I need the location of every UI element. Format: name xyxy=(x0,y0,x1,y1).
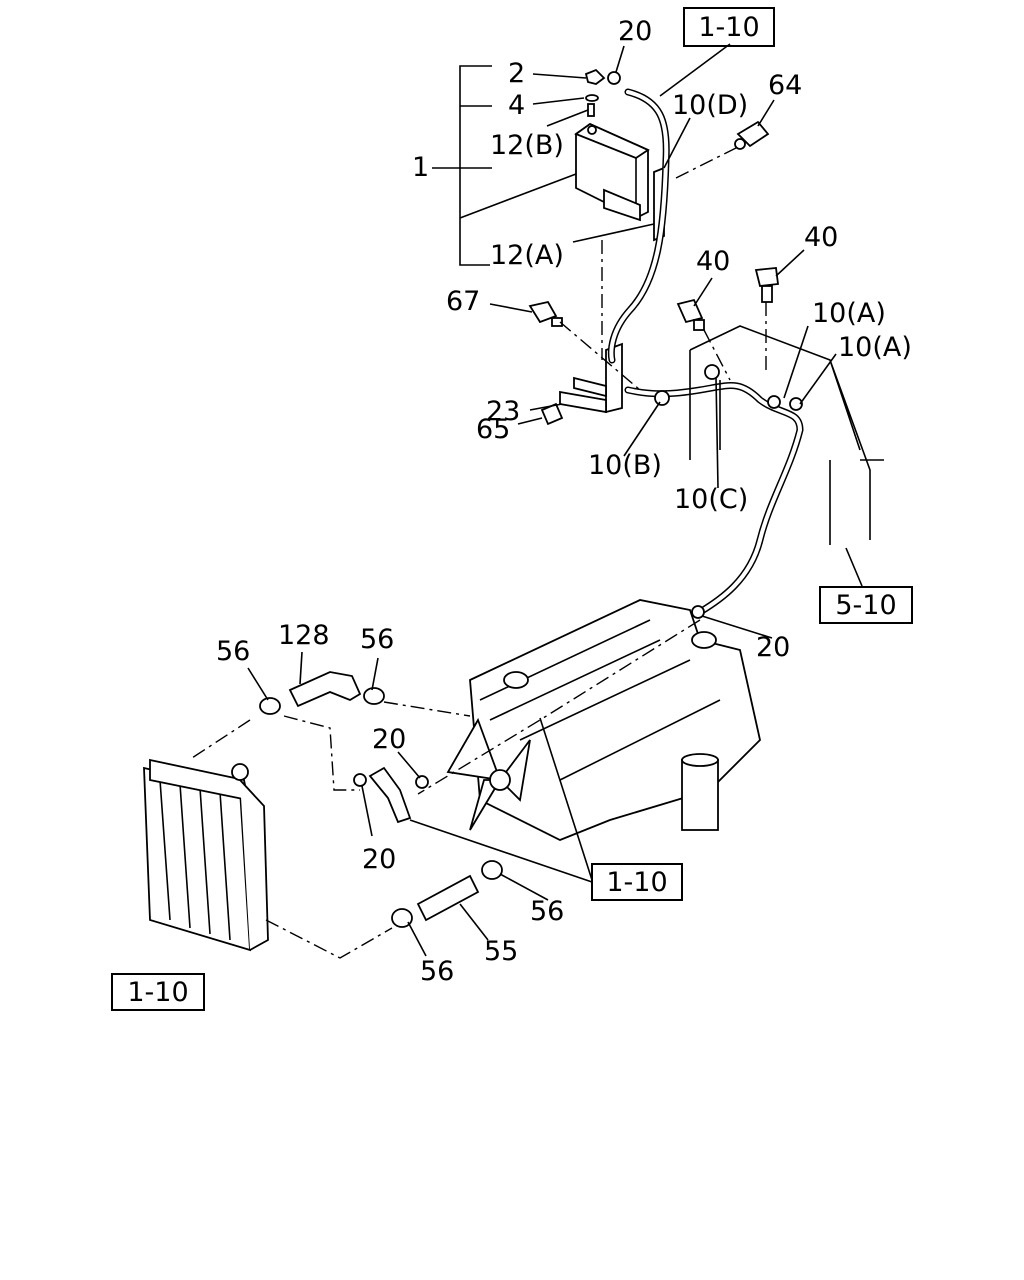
callout-2[interactable]: 2 xyxy=(508,58,525,89)
assembly-lines xyxy=(191,147,767,959)
reservoir-cap xyxy=(584,68,606,117)
callout-20-top[interactable]: 20 xyxy=(618,16,652,47)
reservoir-tank xyxy=(574,122,650,222)
ref-box-bottom-label: 1-10 xyxy=(127,977,188,1008)
fan xyxy=(446,717,531,831)
callout-10d[interactable]: 10(D) xyxy=(672,90,748,121)
callout-40-right[interactable]: 40 xyxy=(804,222,838,253)
callout-56-right[interactable]: 56 xyxy=(530,896,564,927)
ref-box-mid[interactable]: 1-10 xyxy=(591,863,683,901)
callout-10a-lower[interactable]: 10(A) xyxy=(838,332,912,363)
callout-12b[interactable]: 12(B) xyxy=(490,130,564,161)
callout-65[interactable]: 65 xyxy=(476,414,510,445)
callout-20-mid[interactable]: 20 xyxy=(372,724,406,755)
callout-20-right[interactable]: 20 xyxy=(756,632,790,663)
fitting-parts xyxy=(353,71,803,789)
callout-1[interactable]: 1 xyxy=(412,152,429,183)
assembly-bracket xyxy=(432,65,577,266)
callout-10b[interactable]: 10(B) xyxy=(588,450,662,481)
callout-64[interactable]: 64 xyxy=(768,70,802,101)
radiator xyxy=(143,758,269,952)
callout-55[interactable]: 55 xyxy=(484,936,518,967)
callout-40-left[interactable]: 40 xyxy=(696,246,730,277)
callout-10a-upper[interactable]: 10(A) xyxy=(812,298,886,329)
ref-box-right-label: 5-10 xyxy=(835,590,896,621)
ref-box-top-label: 1-10 xyxy=(698,12,759,43)
engine xyxy=(469,599,761,841)
lower-hoses xyxy=(259,671,503,928)
callout-12a[interactable]: 12(A) xyxy=(490,240,564,271)
ref-box-top[interactable]: 1-10 xyxy=(683,7,775,47)
callout-56-left[interactable]: 56 xyxy=(216,636,250,667)
callouts: 1 2 4 12(B) 12(A) 20 10(D) 64 40 40 10(A… xyxy=(216,16,912,987)
callout-56-upper[interactable]: 56 xyxy=(360,624,394,655)
callout-4[interactable]: 4 xyxy=(508,90,525,121)
ref-box-right[interactable]: 5-10 xyxy=(819,586,913,624)
callout-128[interactable]: 128 xyxy=(278,620,330,651)
hose-upper xyxy=(607,88,804,616)
callout-56-bottom[interactable]: 56 xyxy=(420,956,454,987)
leader-lines xyxy=(247,43,863,957)
callout-20-low[interactable]: 20 xyxy=(362,844,396,875)
ref-box-bottom[interactable]: 1-10 xyxy=(111,973,205,1011)
callout-23[interactable]: 23 xyxy=(486,396,520,427)
callout-10c[interactable]: 10(C) xyxy=(674,484,748,515)
callout-67[interactable]: 67 xyxy=(446,286,480,317)
frame-member xyxy=(689,325,884,545)
ref-box-mid-label: 1-10 xyxy=(606,867,667,898)
